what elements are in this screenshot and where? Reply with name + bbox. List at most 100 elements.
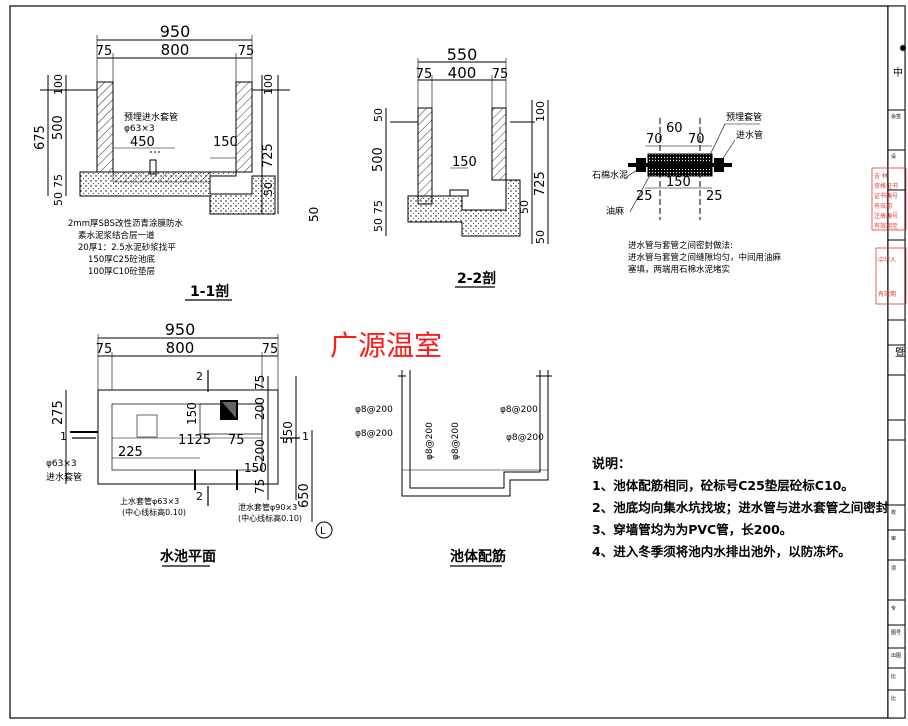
svg-text:会签: 会签 [891,113,901,120]
dim-100: 100 [52,74,65,95]
dim-22-75r: 75 [492,67,509,82]
label-inlet: 进水管 [736,129,763,141]
svg-text:进水管与套管之间缝隙均匀，中间用油麻: 进水管与套管之间缝隙均匀，中间用油麻 [628,252,782,263]
dim-725: 725 [261,143,276,168]
plan-dim-75: 75 [228,433,245,448]
watermark: 广源温室 [330,329,442,362]
rebar-title: 池体配筋 [450,548,506,565]
section-11-notes: 2mm厚SBS改性沥青涂膜防水 素水泥浆结合层一道 20厚1：2.5水泥砂浆找平… [68,218,183,277]
pipe-detail-notes: 进水管与套管之间密封做法: 进水管与套管之间缝隙均匀，中间用油麻 塞填，两端用石… [628,240,782,275]
plan-dim-550: 550 [281,421,295,444]
title-block: 中 暨 吉 林 资格证书 证书编号 有效期 注册编号 有效期至 中华人 有效期 … [871,5,907,719]
dim-r50: 50 [262,182,275,196]
dim-75: 75 [52,174,65,188]
dim-22-50: 50 [372,108,385,122]
rebar-l4: φ8@200 [451,422,461,460]
plan-dim-200a: 200 [253,397,267,420]
svg-text:图号: 图号 [891,630,901,636]
plan-dim-225: 225 [118,445,143,460]
label-asbestos: 石棉水泥 [592,169,628,181]
svg-text:有效期: 有效期 [878,290,896,298]
pipe-detail: 70 60 70 25 150 25 预埋套管 进水管 石棉水泥 油麻 进水管与… [592,111,782,275]
dim-22-725: 725 [533,171,548,196]
dim-r100: 100 [262,74,275,95]
rebar-view: φ8@200 φ8@200 φ8@200 φ8@200 φ8@200 φ8@20… [355,370,552,567]
dim-800: 800 [161,41,190,59]
plan-dim-650: 650 [297,483,312,508]
svg-text:100厚C10砼垫层: 100厚C10砼垫层 [88,266,155,277]
svg-text:中华人: 中华人 [878,256,896,264]
dim-pd-60: 60 [666,121,683,136]
dim-450: 450 [130,135,155,150]
dim-550: 550 [447,45,478,64]
svg-text:专: 专 [891,605,896,612]
plan-sec-2b: 2 [196,490,203,503]
svg-text:注册编号: 注册编号 [874,212,898,220]
plan-dim-1125: 1125 [178,433,211,448]
svg-text:150厚C25砼池底: 150厚C25砼池底 [88,254,155,265]
svg-text:校: 校 [891,509,896,516]
stamp-1: 吉 林 资格证书 证书编号 有效期 注册编号 有效期至 [874,172,898,230]
plan-sec-1b: 1 [302,430,309,443]
dim-75-left: 75 [96,44,113,59]
svg-text:审: 审 [891,535,896,542]
svg-text:塞填，两端用石棉水泥堵实: 塞填，两端用石棉水泥堵实 [628,264,730,275]
dim-75-right: 75 [238,44,255,59]
inlet-label: 进水套管 [46,471,82,483]
dim-pd-70a: 70 [646,132,663,147]
svg-text:比: 比 [891,695,896,702]
upper-pipe: 上水套管φ63×3 [120,496,179,506]
dim-22-150: 150 [452,155,477,170]
pipe-size: φ63×3 [124,124,155,134]
dim-pd-25b: 25 [706,189,723,204]
note-1: 1、池体配筋相同，砼标号C25垫层砼标C10。 [592,478,854,493]
plan-dim-275: 275 [51,400,66,425]
svg-text:吉 林: 吉 林 [874,172,888,180]
label-hemp: 油麻 [606,205,624,217]
rebar-l1: φ8@200 [355,405,393,415]
dim-675: 675 [33,125,48,150]
rebar-l2: φ8@200 [355,429,393,439]
plan-sec-2: 2 [196,370,203,383]
svg-text:进水管与套管之间密封做法:: 进水管与套管之间密封做法: [628,240,733,251]
section-22-title: 2-2剖 [457,270,496,287]
inlet-size: φ63×3 [46,459,77,469]
svg-text:证书编号: 证书编号 [874,192,898,200]
svg-text:项: 项 [891,566,896,572]
tb-rows: 会签 设 校 审 项 专 图号 出图 比 比 [891,113,901,702]
label-sleeve: 预埋套管 [726,111,762,123]
plan-dim-200b: 200 [253,439,267,462]
section-2-2: 550 400 75 75 500 50 75 50 725 100 50 50… [371,45,549,288]
tb-side-char: 暨 [895,347,905,359]
dim-22-75: 75 [372,200,385,214]
notes-heading: 说明： [592,456,631,472]
plan-dim-75b: 75 [253,479,267,494]
dim-400: 400 [448,64,477,82]
dim-22-75l: 75 [416,67,433,82]
note-3: 3、穿墙管均为为PVC管，长200。 [592,522,792,537]
svg-text:20厚1：2.5水泥砂浆找平: 20厚1：2.5水泥砂浆找平 [78,242,176,253]
section-1-1: 950 800 75 75 675 500 100 75 50 725 100 … [33,22,321,301]
dim-pd-150: 150 [666,175,691,190]
tb-big-char: 中 [893,66,903,79]
dim-22-500: 500 [371,147,386,172]
plan-dim-75c: 75 [253,375,267,390]
plan-dim-75l: 75 [96,342,113,357]
dim-22-50b: 50 [372,218,385,232]
plan-title: 水池平面 [160,548,216,565]
note-4: 4、进入冬季须将池内水排出池外，以防冻坏。 [592,544,851,559]
upper-pipe-note: (中心线标高0.10) [122,507,186,517]
svg-text:有效期: 有效期 [874,202,892,210]
pipe-label: 预埋进水套管 [124,111,178,123]
svg-text:素水泥浆结合层一道: 素水泥浆结合层一道 [78,230,155,241]
svg-text:设: 设 [891,153,896,160]
drain-pipe: 泄水套管φ90×3 [238,502,297,512]
dim-22-r50b: 50 [534,230,547,244]
plan-dim-75r: 75 [262,342,279,357]
plan-view: 950 800 75 75 2 2 1 1 1125 225 75 150 15… [46,320,333,567]
svg-text:比: 比 [891,673,896,680]
plan-sec-1: 1 [60,430,67,443]
dim-500: 500 [51,115,66,140]
dim-50: 50 [52,192,65,206]
